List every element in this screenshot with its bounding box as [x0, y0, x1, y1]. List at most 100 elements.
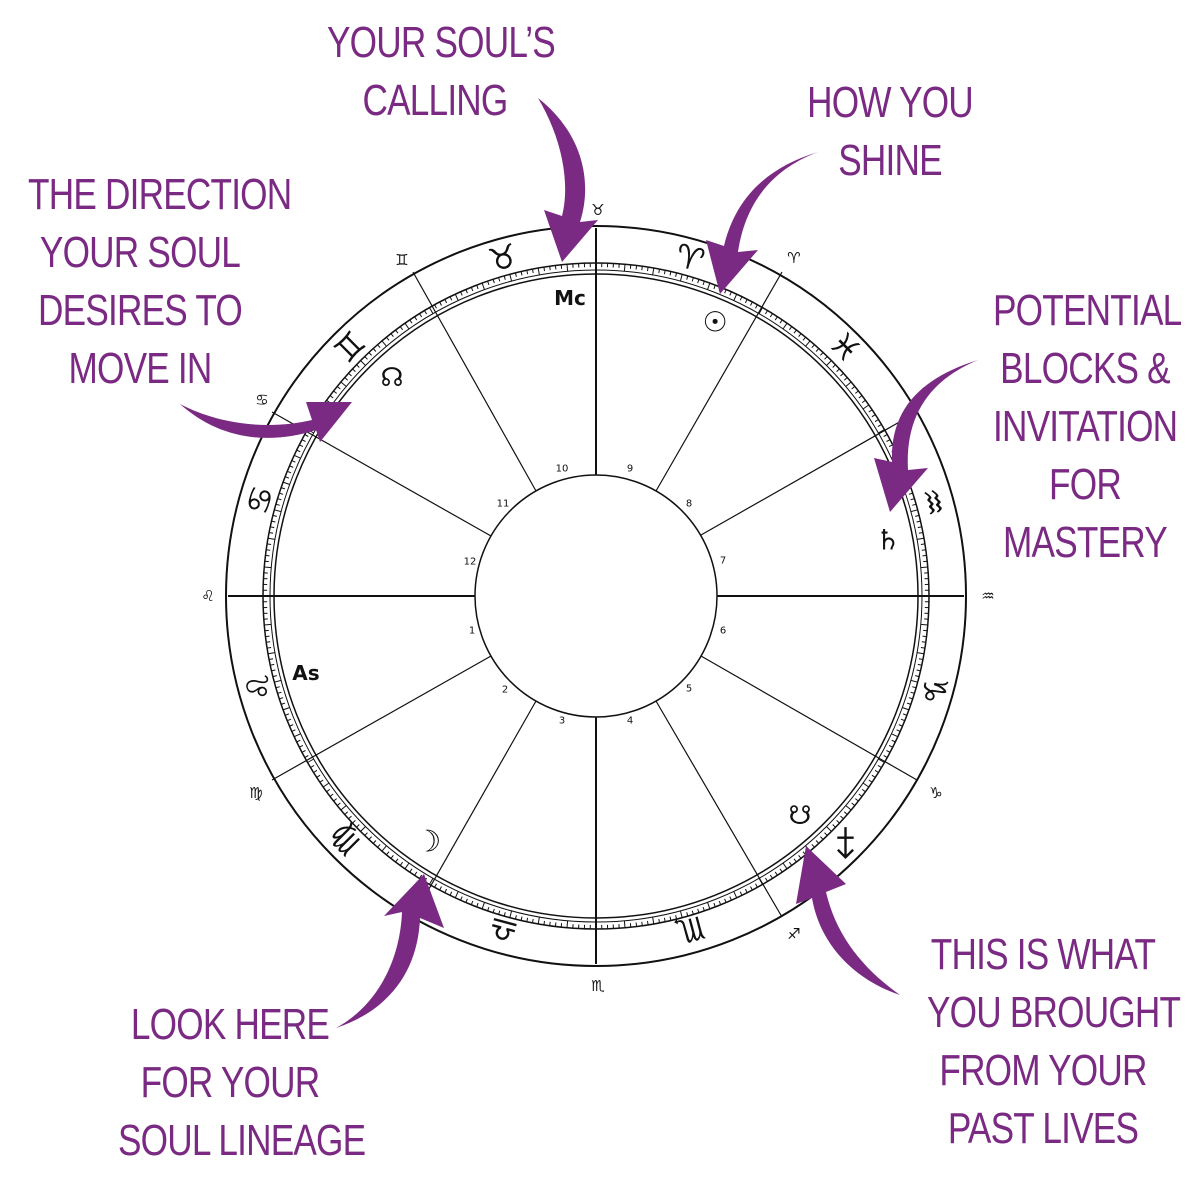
degree-tick [707, 282, 711, 290]
callout-line: THIS IS WHAT [930, 930, 1156, 979]
moon-icon: ☽ [415, 825, 442, 860]
callout-line: FROM YOUR [939, 1046, 1147, 1095]
degree-tick [307, 758, 314, 763]
degree-tick [782, 322, 788, 330]
degree-tick [274, 679, 282, 683]
degree-tick [902, 707, 910, 711]
callout-line: POTENTIAL [993, 286, 1182, 335]
house-number-12: 12 [464, 557, 477, 568]
cusp-sign-taurus: ♉ [591, 201, 604, 219]
degree-tick [916, 652, 924, 655]
degree-tick [826, 826, 832, 832]
arrow-soul-lineage [336, 874, 444, 1028]
cusp-line-5 [655, 700, 783, 918]
cusp-sign-virgo: ♍ [249, 784, 262, 802]
cusp-line-3 [412, 700, 537, 918]
arrow-past-lives [796, 846, 900, 995]
degree-tick [329, 395, 334, 399]
degree-tick [340, 381, 347, 387]
callout-arrows [180, 98, 978, 1028]
degree-tick [758, 307, 763, 314]
ring-sign-libra: ♎ [484, 908, 522, 952]
degree-tick [910, 509, 918, 513]
callout-soul-lineage: LOOK HERE FOR YOUR SOUL LINEAGE [118, 996, 366, 1170]
degree-tick [877, 764, 882, 768]
degree-tick [679, 274, 683, 282]
degree-tick [566, 264, 569, 272]
degree-tick [329, 793, 334, 797]
callout-line: YOU BROUGHT [927, 988, 1181, 1037]
cusp-sign-glyphs: ♉ ♈ ♒ ♑ ♐ ♏ ♍ ♌ ♋ ♊ [201, 201, 994, 995]
degree-tick [883, 755, 888, 758]
degree-tick [509, 910, 513, 918]
cusp-sign-aquarius: ♒ [981, 587, 994, 605]
house-number-10: 10 [556, 464, 569, 475]
ring-sign-aries: ♈ [671, 236, 709, 280]
house-number-7: 7 [720, 556, 726, 567]
degree-tick [891, 733, 899, 738]
degree-tick [360, 360, 366, 366]
degree-tick [805, 340, 811, 347]
degree-tick [268, 652, 276, 655]
callout-line: LOOK HERE [130, 1000, 330, 1049]
degree-tick [566, 920, 569, 928]
degree-tick [434, 304, 437, 309]
house-number-4: 4 [627, 716, 633, 727]
degree-tick [623, 920, 626, 928]
degree-tick [293, 733, 301, 738]
cusp-line-9 [655, 271, 783, 492]
cusp-line-2 [271, 655, 492, 781]
degree-tick [537, 268, 540, 276]
callout-potential-blocks: POTENTIAL BLOCKS & INVITATION FOR MASTER… [993, 282, 1182, 572]
house-number-11: 11 [497, 499, 510, 510]
cusp-line-8 [700, 411, 918, 536]
center-circle [474, 474, 718, 718]
degree-tick [268, 537, 276, 540]
degree-tick [282, 481, 290, 485]
callout-past-lives: THIS IS WHAT YOU BROUGHT FROM YOUR PAST … [927, 926, 1181, 1158]
cusp-line-6 [700, 655, 918, 781]
callout-line: BLOCKS & [1000, 344, 1170, 393]
degree-tick [652, 268, 655, 276]
degree-tick [755, 304, 758, 309]
sun-icon: ☉ [702, 306, 727, 339]
cusp-sign-leo: ♌ [201, 587, 214, 605]
arrow-direction [180, 402, 352, 442]
callout-line: SOUL LINEAGE [118, 1116, 366, 1165]
house-number-9: 9 [627, 464, 633, 475]
degree-tick [340, 805, 347, 811]
house-number-3: 3 [559, 716, 565, 727]
degree-tick [826, 360, 832, 366]
callout-how-you-shine: HOW YOU SHINE [802, 74, 978, 190]
degree-tick [304, 434, 309, 437]
ring-sign-gemini: ♊ [326, 323, 373, 370]
cusp-line-11 [412, 271, 537, 492]
degree-tick [381, 845, 387, 852]
degree-tick [764, 310, 768, 315]
callout-line: YOUR SOUL [39, 228, 241, 277]
degree-tick [264, 623, 272, 626]
outer-ring [225, 225, 967, 967]
degree-tick [404, 322, 410, 330]
degree-tick [429, 307, 434, 314]
degree-tick [916, 537, 924, 540]
degree-tick [858, 793, 863, 797]
ring-sign-cancer: ♋ [238, 481, 282, 519]
callout-line: INVITATION [993, 402, 1178, 451]
degree-tick [623, 264, 626, 272]
degree-tick [877, 424, 882, 428]
callout-line: THE DIRECTION [28, 170, 292, 219]
degree-tick [920, 566, 928, 569]
degree-tick [755, 883, 758, 888]
degree-tick [679, 910, 683, 918]
degree-tick [429, 878, 434, 885]
callout-line: FOR [1049, 460, 1122, 509]
degree-tick [264, 566, 272, 569]
saturn-icon: ♄ [875, 524, 900, 557]
degree-tick [424, 310, 428, 315]
callout-line: YOUR SOUL’S [327, 18, 556, 67]
arrow-potential-blocks [874, 360, 978, 512]
degree-tick [845, 805, 852, 811]
house-number-6: 6 [720, 626, 726, 637]
degree-tick [274, 509, 282, 513]
